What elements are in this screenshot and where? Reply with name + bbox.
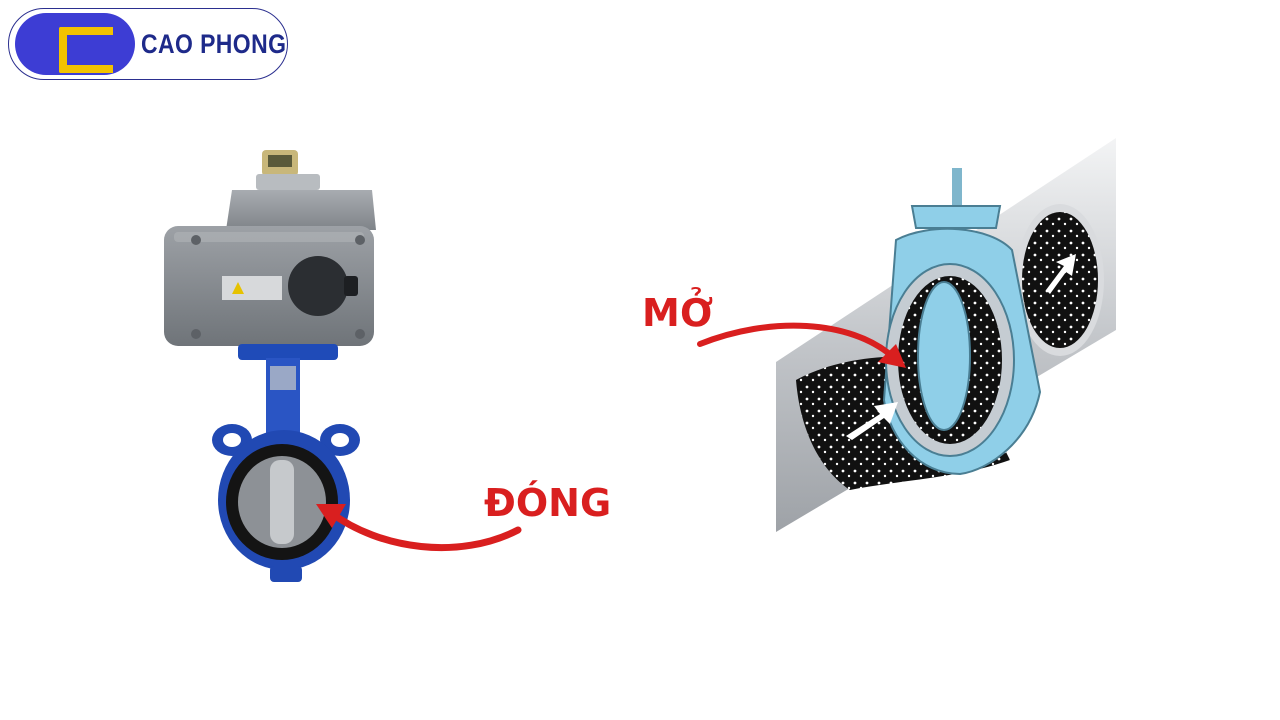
open-label: MỞ	[642, 291, 714, 335]
flow-arrow-icon	[846, 402, 898, 440]
open-valve-illustration	[776, 138, 1116, 532]
closed-label: ĐÓNG	[484, 481, 612, 525]
brand-name: CAO PHONG	[141, 29, 287, 59]
flow-arrow-icon	[1046, 254, 1076, 294]
c-letter-logo-icon	[15, 13, 135, 75]
curved-arrow-icon	[697, 322, 895, 359]
curved-arrow-icon	[326, 508, 522, 552]
electric-butterfly-valve	[164, 150, 376, 582]
brand-logo: CAO PHONG	[8, 8, 288, 80]
